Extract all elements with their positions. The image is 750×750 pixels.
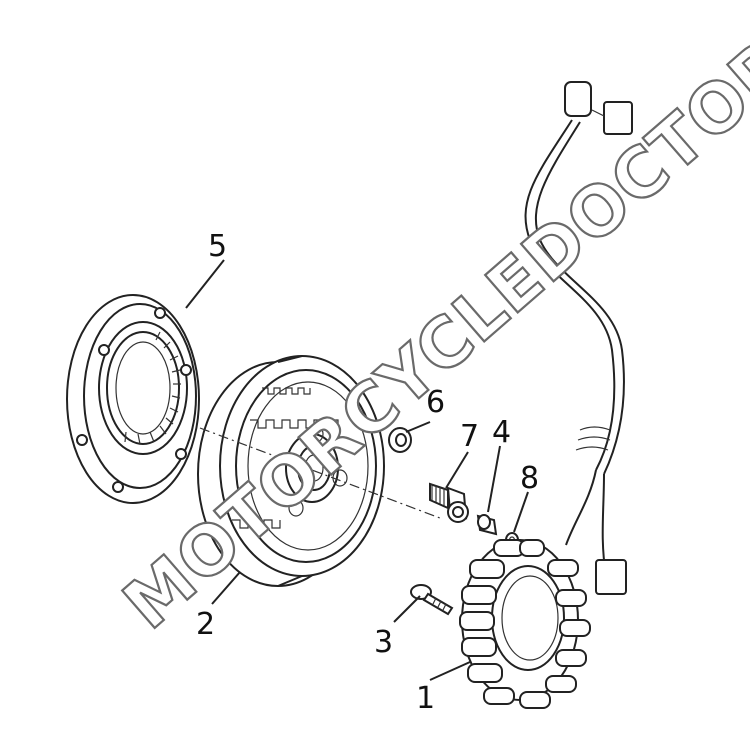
watermark-text: MOTORCYCLEDOCTOR bbox=[109, 24, 750, 645]
starter-clutch-plate bbox=[66, 294, 200, 504]
stator-assembly bbox=[459, 81, 633, 709]
part-label-7: 7 bbox=[460, 419, 479, 454]
collar bbox=[476, 514, 498, 536]
washer bbox=[388, 427, 412, 453]
part-label-8: 8 bbox=[520, 461, 539, 496]
part-label-5: 5 bbox=[208, 229, 227, 264]
part-label-1: 1 bbox=[416, 681, 435, 716]
part-label-3: 3 bbox=[374, 625, 393, 660]
leader-lines bbox=[185, 259, 529, 681]
center-axis bbox=[199, 427, 441, 519]
flywheel-bolt bbox=[429, 482, 469, 523]
part-label-6: 6 bbox=[426, 385, 445, 420]
part-label-2: 2 bbox=[196, 607, 215, 642]
stator-bolt bbox=[410, 584, 454, 616]
part-label-4: 4 bbox=[492, 415, 511, 450]
